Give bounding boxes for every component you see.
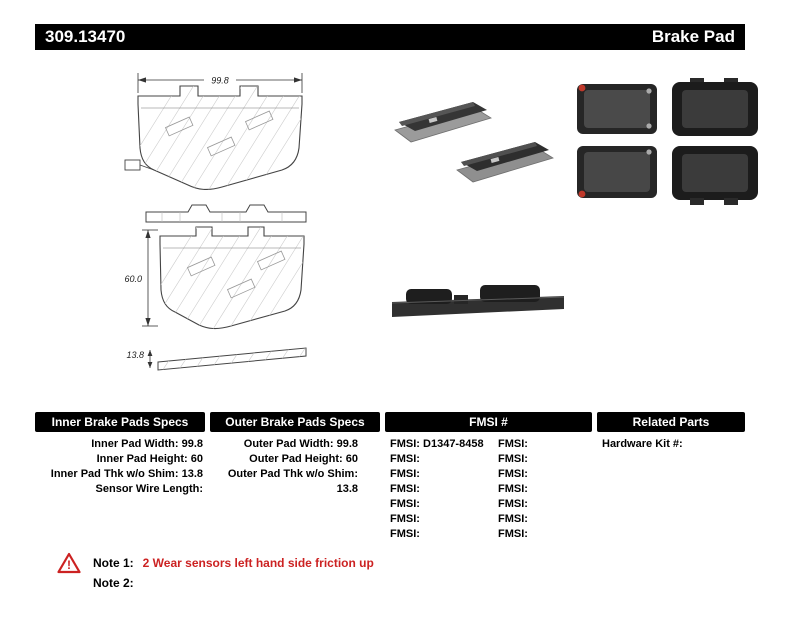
pad-photo-top-left	[577, 84, 657, 134]
pad-pair-photo	[394, 102, 554, 183]
width-dimension-label: 99.8	[211, 76, 229, 86]
height-dimension-label: 60.0	[124, 274, 142, 284]
spec-row: Sensor Wire Length:	[35, 482, 203, 497]
warning-icon: !	[57, 552, 81, 574]
spec-label: Sensor Wire Length:	[95, 483, 203, 495]
fmsi-label: FMSI:	[390, 513, 420, 525]
fmsi-row: FMSI: D1347-8458 FMSI:	[390, 437, 590, 452]
fmsi-label: FMSI:	[498, 483, 528, 495]
fmsi-label: FMSI:	[498, 453, 528, 465]
fmsi-label: FMSI:	[498, 468, 528, 480]
fmsi-rows: FMSI: D1347-8458 FMSI: FMSI: FMSI: FMSI:…	[390, 437, 590, 542]
spec-label: Inner Pad Thk w/o Shim:	[50, 468, 179, 480]
outer-specs-header: Outer Brake Pads Specs	[210, 412, 380, 432]
spec-label: Outer Pad Thk w/o Shim:	[227, 468, 358, 480]
note-2-label: Note 2:	[93, 576, 134, 590]
pad-face-drawing-1	[124, 85, 303, 190]
fmsi-row: FMSI: FMSI:	[390, 527, 590, 542]
spec-row: Inner Pad Width: 99.8	[35, 437, 203, 452]
part-number: 309.13470	[45, 27, 126, 46]
spec-label: Hardware Kit #:	[602, 438, 683, 450]
pad-edge-photo	[391, 285, 565, 317]
spec-label: Outer Pad Width:	[243, 438, 334, 450]
brand-stamp	[164, 110, 274, 157]
outer-specs-rows: Outer Pad Width: 99.8 Outer Pad Height: …	[210, 437, 358, 497]
inner-specs-rows: Inner Pad Width: 99.8 Inner Pad Height: …	[35, 437, 203, 497]
thickness-dimension-label: 13.8	[126, 350, 144, 360]
note-1-text: 2 Wear sensors left hand side friction u…	[142, 556, 374, 570]
fmsi-title: FMSI #	[469, 415, 508, 429]
fmsi-label: FMSI:	[390, 438, 420, 450]
note-1-label: Note 1:	[93, 556, 134, 570]
spec-value: 13.8	[181, 468, 203, 480]
related-parts-title: Related Parts	[632, 415, 710, 429]
spec-value: 99.8	[336, 438, 358, 450]
spec-row: Hardware Kit #:	[602, 437, 745, 452]
spec-label: Outer Pad Height:	[249, 453, 343, 465]
fmsi-label: FMSI:	[498, 528, 528, 540]
spec-value: 60	[190, 453, 203, 465]
fmsi-row: FMSI: FMSI:	[390, 497, 590, 512]
note-2: Note 2:	[93, 576, 134, 590]
spec-row: Inner Pad Height: 60	[35, 452, 203, 467]
title-bar: 309.13470 Brake Pad	[35, 24, 745, 50]
fmsi-value: D1347-8458	[423, 438, 484, 450]
fmsi-header: FMSI #	[385, 412, 592, 432]
spec-label: Inner Pad Height:	[96, 453, 188, 465]
spec-row: Inner Pad Thk w/o Shim: 13.8	[35, 467, 203, 482]
brand-stamp	[186, 250, 286, 299]
pad-thickness-view	[147, 347, 307, 371]
pad-photo-bottom-left	[577, 146, 657, 198]
fmsi-row: FMSI: FMSI:	[390, 467, 590, 482]
spec-label: Inner Pad Width:	[91, 438, 179, 450]
pad-photo-lower	[456, 142, 554, 183]
inner-specs-header: Inner Brake Pads Specs	[35, 412, 205, 432]
pad-top-view	[145, 204, 307, 223]
height-dimension	[142, 229, 158, 327]
related-parts-header: Related Parts	[597, 412, 745, 432]
fmsi-label: FMSI:	[498, 498, 528, 510]
svg-text:!: !	[67, 558, 71, 572]
pad-photo-top-right	[672, 78, 758, 136]
wear-sensor-tab	[124, 159, 155, 171]
spec-row: Outer Pad Width: 99.8	[210, 437, 358, 452]
pad-face-drawing-2	[159, 226, 305, 330]
spec-value: 99.8	[181, 438, 203, 450]
fmsi-label: FMSI:	[390, 468, 420, 480]
spec-value: 13.8	[336, 483, 358, 495]
pad-photo-bottom-right	[672, 146, 758, 205]
fmsi-label: FMSI:	[498, 513, 528, 525]
spec-value: 60	[345, 453, 358, 465]
fmsi-label: FMSI:	[390, 528, 420, 540]
fmsi-label: FMSI:	[390, 453, 420, 465]
related-parts-rows: Hardware Kit #:	[602, 437, 745, 452]
pad-technical-drawing: 99.8	[124, 73, 307, 371]
fmsi-row: FMSI: FMSI:	[390, 512, 590, 527]
outer-specs-title: Outer Brake Pads Specs	[225, 415, 365, 429]
fmsi-label: FMSI:	[498, 438, 528, 450]
spec-row: Outer Pad Height: 60	[210, 452, 358, 467]
pad-set-photo	[577, 78, 758, 205]
fmsi-row: FMSI: FMSI:	[390, 452, 590, 467]
fmsi-label: FMSI:	[390, 483, 420, 495]
product-type: Brake Pad	[651, 27, 735, 46]
width-dimension	[137, 73, 303, 93]
inner-specs-title: Inner Brake Pads Specs	[51, 415, 189, 429]
note-1: Note 1: 2 Wear sensors left hand side fr…	[93, 556, 374, 570]
pad-photo-upper	[394, 102, 492, 143]
spec-row: Outer Pad Thk w/o Shim: 13.8	[210, 467, 358, 497]
fmsi-row: FMSI: FMSI:	[390, 482, 590, 497]
fmsi-label: FMSI:	[390, 498, 420, 510]
